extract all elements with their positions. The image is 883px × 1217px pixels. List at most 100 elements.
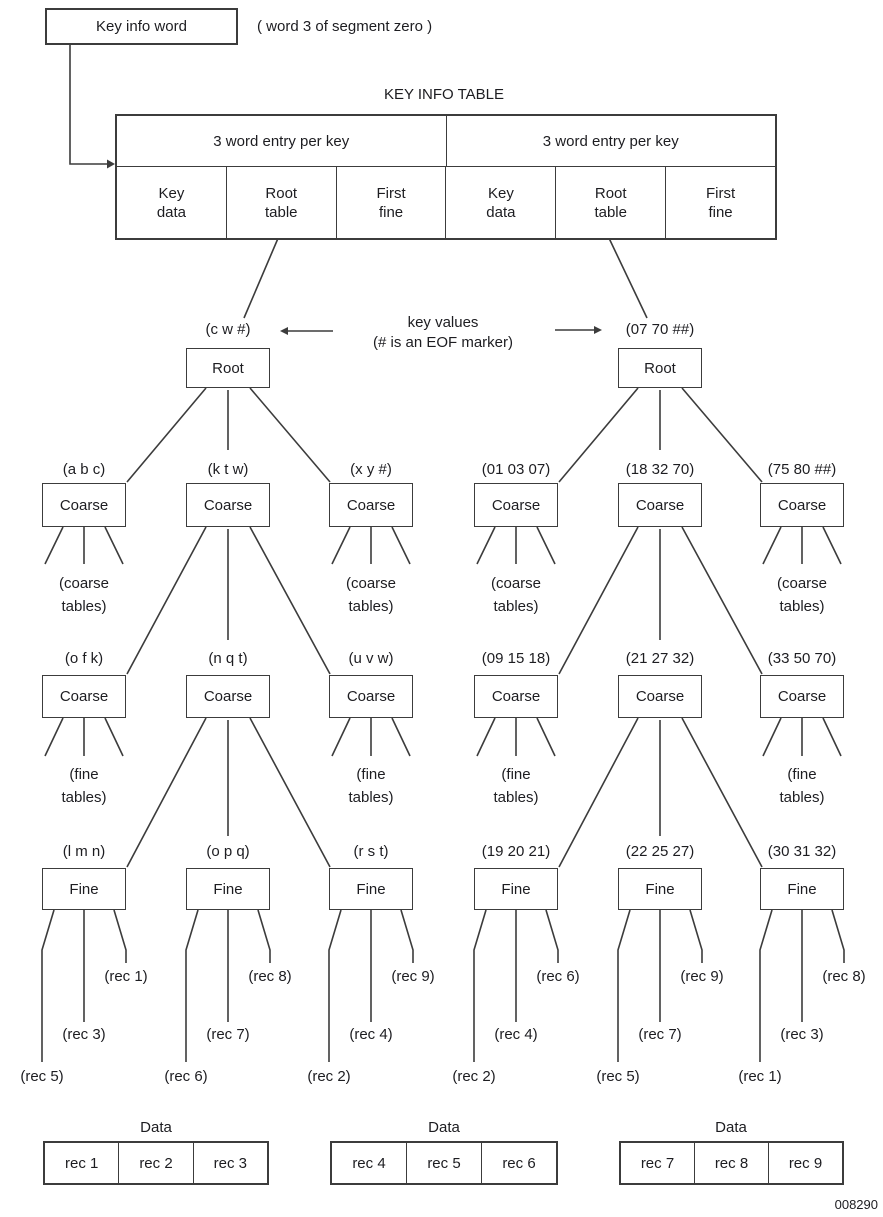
- annotation-line: key values: [407, 314, 479, 331]
- tree1-coarse2-tag: (21 27 32): [625, 650, 695, 667]
- arrowhead-into-table-icon: [107, 159, 115, 169]
- cell-line: Key: [158, 184, 185, 202]
- annotation-arrow-left-icon: [280, 327, 288, 335]
- tree0-coarse1-box: Coarse: [42, 483, 126, 527]
- rec-label: (rec 2): [452, 1068, 496, 1085]
- tree-left-lines: [41, 387, 414, 1062]
- cell-line: table: [594, 203, 627, 221]
- tree1-coarse1-box: Coarse: [474, 483, 558, 527]
- group-header-cell: 3 word entry per key: [542, 132, 679, 150]
- data-cell: rec 6: [481, 1143, 556, 1183]
- tree0-coarse1-tag: (x y #): [350, 461, 392, 478]
- tree1-coarse2-tag: (33 50 70): [767, 650, 837, 667]
- tree1-fine-box: Fine: [760, 868, 844, 910]
- rec-label: (rec 3): [780, 1026, 824, 1043]
- note-line: (fine: [356, 766, 386, 783]
- tree1-coarse1-tag: (18 32 70): [625, 461, 695, 478]
- note-line: (fine: [787, 766, 817, 783]
- tree1-fine-tag: (19 20 21): [481, 843, 551, 860]
- data-cell: rec 7: [640, 1154, 675, 1172]
- figure-number: 008290: [834, 1197, 878, 1212]
- table-to-root-lines: [243, 235, 648, 319]
- key-values-annotation: key values (# is an EOF marker): [373, 313, 513, 353]
- tree1-fine-tables-note: (fine tables): [493, 763, 538, 809]
- key-info-table-cell-row: Key data Root table First fine Key data …: [117, 167, 775, 238]
- data-cell: rec 1: [64, 1154, 99, 1172]
- table-cell-first-fine: First fine: [665, 167, 775, 238]
- cell-line: data: [156, 203, 187, 221]
- annotation-line: (# is an EOF marker): [372, 334, 514, 351]
- key-info-table: 3 word entry per key 3 word entry per ke…: [115, 114, 777, 240]
- tree1-fine-box: Fine: [474, 868, 558, 910]
- key-info-table-header-row: 3 word entry per key 3 word entry per ke…: [117, 116, 775, 167]
- tree0-coarse2-tag: (o f k): [64, 650, 104, 667]
- note-line: tables): [61, 789, 107, 806]
- cell-line: fine: [378, 203, 404, 221]
- key-info-table-title: KEY INFO TABLE: [383, 86, 505, 103]
- tree0-coarse-tables-note: (coarse tables): [59, 572, 109, 618]
- group-header-cell: 3 word entry per key: [117, 116, 447, 166]
- key-info-word-box: Key info word: [45, 8, 238, 45]
- data-table-title: Data: [140, 1119, 172, 1136]
- key-info-word-connector-line: [69, 45, 107, 165]
- note-line: tables): [493, 598, 539, 615]
- tree0-fine-tables-note: (fine tables): [61, 763, 106, 809]
- note-line: (coarse: [345, 575, 397, 592]
- tree1-root-tag: (07 70 ##): [625, 321, 695, 338]
- tree1-coarse1-box: Coarse: [618, 483, 702, 527]
- cell-line: First: [705, 184, 736, 202]
- tree0-fine-box: Fine: [186, 868, 270, 910]
- rec-label: (rec 5): [596, 1068, 640, 1085]
- note-line: tables): [779, 598, 825, 615]
- cell-line: table: [264, 203, 298, 221]
- tree1-fine-tag: (30 31 32): [767, 843, 837, 860]
- note-line: (coarse: [776, 575, 828, 592]
- table-cell-key-data: Key data: [445, 167, 555, 238]
- note-line: tables): [61, 598, 107, 615]
- rec-label: (rec 4): [494, 1026, 538, 1043]
- tree1-coarse1-tag: (01 03 07): [481, 461, 551, 478]
- rec-label: (rec 7): [206, 1026, 250, 1043]
- tree0-coarse2-tag: (n q t): [208, 650, 248, 667]
- tree1-root-box: Root: [618, 348, 702, 388]
- annotation-arrow-right-icon: [594, 326, 602, 334]
- table-cell-key-data: Key data: [117, 167, 226, 238]
- data-cell: rec 5: [406, 1143, 481, 1183]
- tree0-coarse1-box: Coarse: [329, 483, 413, 527]
- note-line: tables): [348, 789, 394, 806]
- note-line: tables): [779, 789, 825, 806]
- data-table-title: Data: [715, 1119, 747, 1136]
- data-table-title: Data: [428, 1119, 460, 1136]
- tree1-coarse2-tag: (09 15 18): [481, 650, 551, 667]
- rec-label: (rec 1): [738, 1068, 782, 1085]
- data-cell: rec 4: [352, 1154, 386, 1172]
- note-line: (coarse: [490, 575, 542, 592]
- tree1-coarse2-box: Coarse: [760, 675, 844, 718]
- data-table: rec 7 rec 8 rec 9: [619, 1141, 844, 1185]
- cell-line: data: [486, 203, 516, 221]
- note-line: tables): [348, 598, 394, 615]
- cell-line: fine: [708, 203, 733, 221]
- tree0-coarse2-box: Coarse: [186, 675, 270, 718]
- tree0-coarse1-tag: (a b c): [62, 461, 106, 478]
- note-line: tables): [493, 789, 539, 806]
- tree0-coarse1-tag: (k t w): [207, 461, 249, 478]
- table-cell-root-table: Root table: [555, 167, 665, 238]
- rec-label: (rec 2): [307, 1068, 351, 1085]
- rec-label: (rec 6): [536, 968, 580, 985]
- tree0-fine-tag: (l m n): [62, 843, 106, 860]
- tree0-coarse1-box: Coarse: [186, 483, 270, 527]
- tree0-fine-box: Fine: [42, 868, 126, 910]
- tree0-coarse-tables-note: (coarse tables): [346, 572, 396, 618]
- data-cell: rec 8: [694, 1143, 768, 1183]
- data-cell: rec 2: [118, 1143, 192, 1183]
- tree1-coarse-tables-note: (coarse tables): [491, 572, 541, 618]
- tree1-coarse1-tag: (75 80 ##): [767, 461, 837, 478]
- rec-label: (rec 9): [391, 968, 435, 985]
- segment-note: ( word 3 of segment zero ): [257, 18, 433, 35]
- cell-line: Root: [265, 184, 298, 202]
- tree0-fine-tag: (o p q): [206, 843, 250, 860]
- tree1-coarse2-box: Coarse: [474, 675, 558, 718]
